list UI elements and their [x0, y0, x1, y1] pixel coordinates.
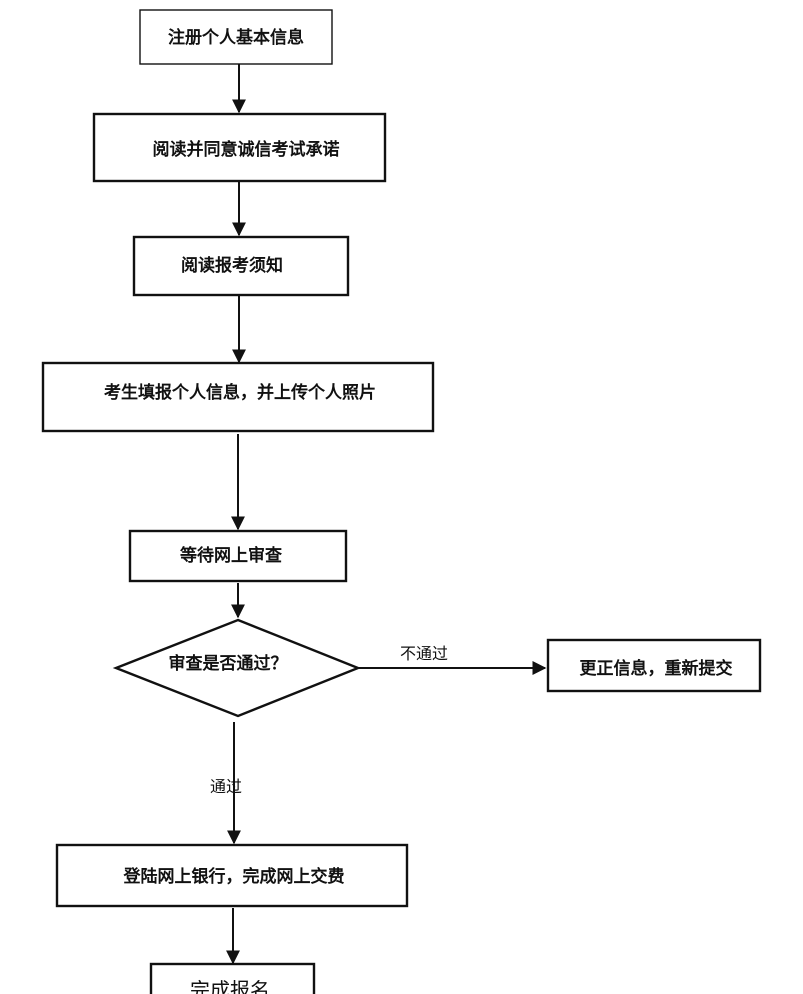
- node-read-notice: 阅读报考须知: [132, 235, 350, 297]
- node-pay-online: 登陆网上银行，完成网上交费: [55, 843, 409, 908]
- node-register: 注册个人基本信息: [139, 9, 333, 65]
- node-fill-info-label: 考生填报个人信息，并上传个人照片: [103, 382, 376, 403]
- node-correct-info-label: 更正信息，重新提交: [580, 658, 733, 679]
- node-wait-review-label: 等待网上审查: [180, 545, 283, 566]
- node-complete: 完成报名: [149, 962, 316, 994]
- node-review-decision-label: 审查是否通过？: [169, 653, 288, 674]
- edge-label-not-passed: 不通过: [400, 644, 448, 663]
- node-pay-online-label: 登陆网上银行，完成网上交费: [123, 866, 345, 887]
- node-read-promise: 阅读并同意诚信考试承诺: [92, 112, 387, 183]
- node-review-decision: 审查是否通过？: [112, 618, 362, 718]
- node-read-notice-label: 阅读报考须知: [181, 255, 283, 276]
- node-complete-label: 完成报名: [190, 978, 270, 994]
- node-register-label: 注册个人基本信息: [168, 27, 304, 48]
- edge-label-passed: 通过: [210, 777, 242, 796]
- node-fill-info: 考生填报个人信息，并上传个人照片: [41, 361, 435, 433]
- node-read-promise-label: 阅读并同意诚信考试承诺: [153, 139, 340, 160]
- node-correct-info: 更正信息，重新提交: [546, 638, 762, 693]
- node-wait-review: 等待网上审查: [128, 529, 348, 583]
